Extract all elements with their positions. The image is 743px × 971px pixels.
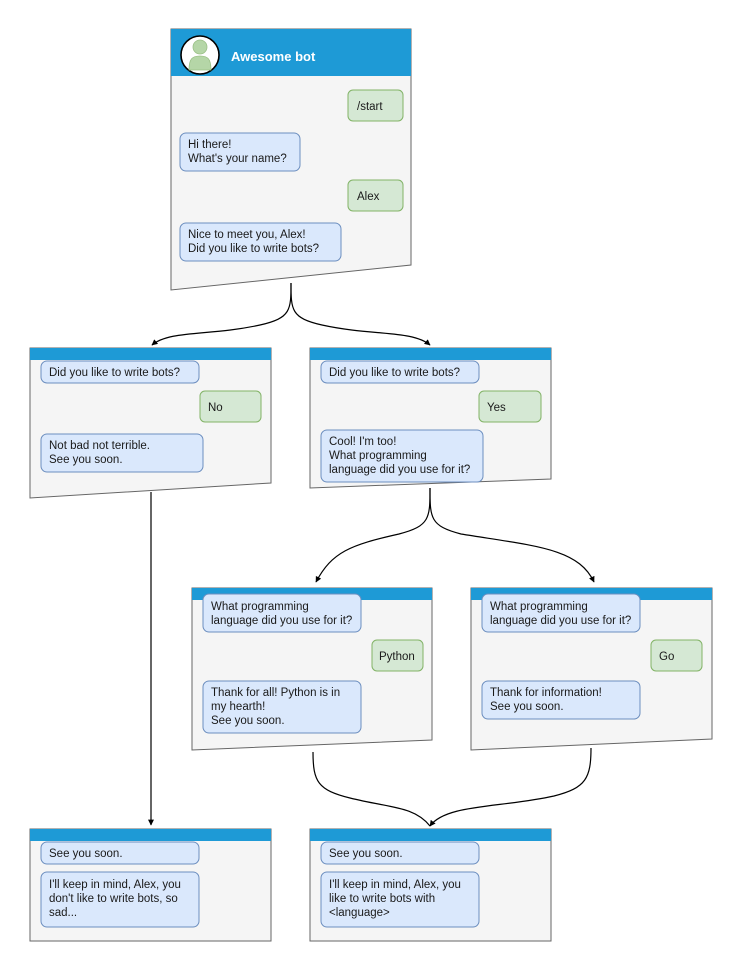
- bubble-line: Thank for information!: [490, 687, 602, 699]
- bubble-line: Thank for all! Python is in: [211, 687, 340, 699]
- message-bubble-bot: See you soon.: [40, 841, 200, 865]
- bubble-line: Nice to meet you, Alex!: [188, 229, 306, 241]
- message-bubble-bot: Thank for all! Python is in my hearth! S…: [202, 680, 362, 734]
- bubble-line: I'll keep in mind, Alex, you: [329, 879, 461, 891]
- bubble-line: my hearth!: [211, 701, 265, 713]
- message-bubble-bot: Cool! I'm too! What programming language…: [320, 429, 484, 483]
- message-bubble-user: Go: [650, 639, 703, 672]
- message-bubble-bot: Not bad not terrible. See you soon.: [40, 433, 204, 473]
- node-python[interactable]: What programming language did you use fo…: [191, 587, 433, 751]
- message-bubble-user: /start: [347, 89, 404, 122]
- bubble-line: What programming: [211, 601, 309, 613]
- edge-yes-to-python: [315, 487, 431, 583]
- edge-yes-to-go: [429, 487, 595, 583]
- bubble-line: Python: [379, 651, 415, 663]
- message-bubble-bot: Thank for information! See you soon.: [481, 680, 641, 720]
- bubble-line: I'll keep in mind, Alex, you: [49, 879, 181, 891]
- node-end-sad-header: [30, 829, 271, 841]
- node-end-happy[interactable]: See you soon. I'll keep in mind, Alex, y…: [309, 828, 552, 942]
- edge-start-to-yes: [290, 282, 431, 346]
- bubble-line: Yes: [487, 402, 506, 414]
- edge-python-to-end-happy: [312, 751, 431, 827]
- bubble-line: See you soon.: [329, 848, 403, 860]
- bubble-line: Not bad not terrible.: [49, 440, 150, 452]
- node-end-happy-header: [310, 829, 551, 841]
- message-bubble-bot: I'll keep in mind, Alex, you don't like …: [40, 871, 200, 928]
- bubble-line: don't like to write bots, so: [49, 893, 178, 905]
- message-bubble-bot: I'll keep in mind, Alex, you like to wri…: [320, 871, 480, 928]
- message-bubble-user: No: [199, 390, 262, 423]
- message-bubble-bot: Did you like to write bots?: [40, 360, 200, 384]
- bubble-line: language did you use for it?: [211, 615, 352, 627]
- node-yes[interactable]: Did you like to write bots? Yes Cool! I'…: [309, 347, 552, 489]
- message-bubble-bot: See you soon.: [320, 841, 480, 865]
- message-bubble-bot: Nice to meet you, Alex! Did you like to …: [179, 222, 342, 262]
- bubble-line: sad...: [49, 907, 77, 919]
- bubble-line: See you soon.: [49, 848, 123, 860]
- bubble-line: See you soon.: [49, 454, 123, 466]
- message-bubble-bot: Hi there! What's your name?: [179, 132, 301, 172]
- bubble-line: See you soon.: [211, 715, 285, 727]
- node-start-header: [171, 29, 411, 76]
- node-go[interactable]: What programming language did you use fo…: [470, 587, 713, 751]
- edges-layer: [148, 282, 595, 827]
- edge-start-to-no: [151, 282, 292, 346]
- edge-go-to-end-happy: [429, 747, 592, 827]
- bubble-line: What's your name?: [188, 153, 287, 165]
- message-bubble-bot: What programming language did you use fo…: [481, 593, 641, 633]
- node-start-title: Awesome bot: [231, 49, 316, 64]
- bubble-line: Alex: [357, 191, 380, 203]
- bubble-line: Did you like to write bots?: [49, 367, 180, 379]
- message-bubble-user: Python: [371, 639, 424, 672]
- bubble-line: like to write bots with: [329, 893, 435, 905]
- bubble-line: No: [208, 402, 223, 414]
- bubble-line: What programming: [490, 601, 588, 613]
- node-start[interactable]: Awesome bot /start Hi there! What's your…: [170, 28, 412, 291]
- message-bubble-user: Yes: [478, 390, 542, 423]
- bubble-line: Hi there!: [188, 139, 231, 151]
- message-bubble-bot: What programming language did you use fo…: [202, 593, 362, 633]
- bubble-line: language did you use for it?: [490, 615, 631, 627]
- bubble-line: Go: [659, 651, 674, 663]
- node-no[interactable]: Did you like to write bots? No Not bad n…: [29, 347, 272, 499]
- bubble-line: /start: [357, 101, 383, 113]
- bubble-line: <language>: [329, 907, 390, 919]
- bubble-line: See you soon.: [490, 701, 564, 713]
- bubble-line: Cool! I'm too!: [329, 436, 396, 448]
- bubble-line: language did you use for it?: [329, 464, 470, 476]
- bubble-line: Did you like to write bots?: [329, 367, 460, 379]
- message-bubble-bot: Did you like to write bots?: [320, 360, 480, 384]
- node-end-sad[interactable]: See you soon. I'll keep in mind, Alex, y…: [29, 828, 272, 942]
- message-bubble-user: Alex: [347, 179, 404, 212]
- node-no-header: [30, 348, 271, 360]
- person-avatar-icon: [180, 35, 220, 75]
- node-yes-header: [310, 348, 551, 360]
- bubble-line: What programming: [329, 450, 427, 462]
- bubble-line: Did you like to write bots?: [188, 243, 319, 255]
